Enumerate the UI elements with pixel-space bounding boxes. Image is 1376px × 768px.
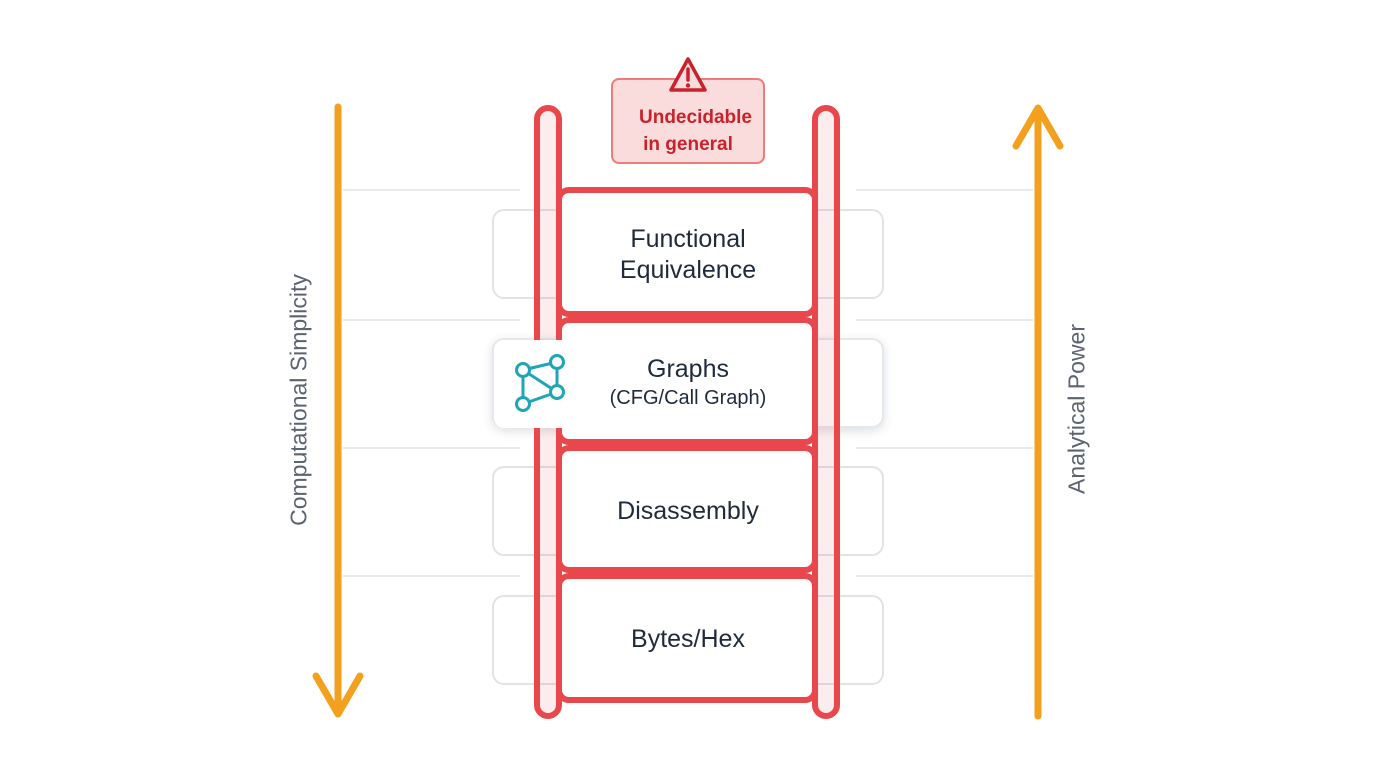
level-label-bytes-hex: Bytes/Hex (565, 624, 811, 655)
ladder-rung (556, 573, 818, 703)
warning-triangle-icon (669, 57, 707, 92)
power-arrow-head (1012, 104, 1064, 150)
level-subtitle: (CFG/Call Graph) (609, 387, 767, 409)
level-title: Bytes/Hex (631, 625, 745, 653)
level-title: Graphs (647, 355, 729, 383)
undecidable-warning-box (611, 78, 765, 164)
level-label-graphs: Graphs (CFG/Call Graph) (565, 354, 811, 411)
simplicity-arrow-head (312, 672, 364, 718)
level-title: Disassembly (617, 497, 759, 525)
computational-simplicity-label: Computational Simplicity (285, 274, 312, 526)
analytical-power-label: Analytical Power (1063, 323, 1090, 495)
ladder-rung (556, 445, 818, 573)
level-label-disassembly: Disassembly (565, 496, 811, 527)
graph-network-icon (515, 354, 565, 412)
graphs-highlight-card (494, 340, 810, 428)
level-label-functional-equivalence: Functional Equivalence (565, 224, 811, 286)
level-title: Functional Equivalence (619, 225, 757, 284)
ladder-rung (556, 187, 818, 317)
undecidable-label: Undecidable in general (639, 107, 752, 155)
